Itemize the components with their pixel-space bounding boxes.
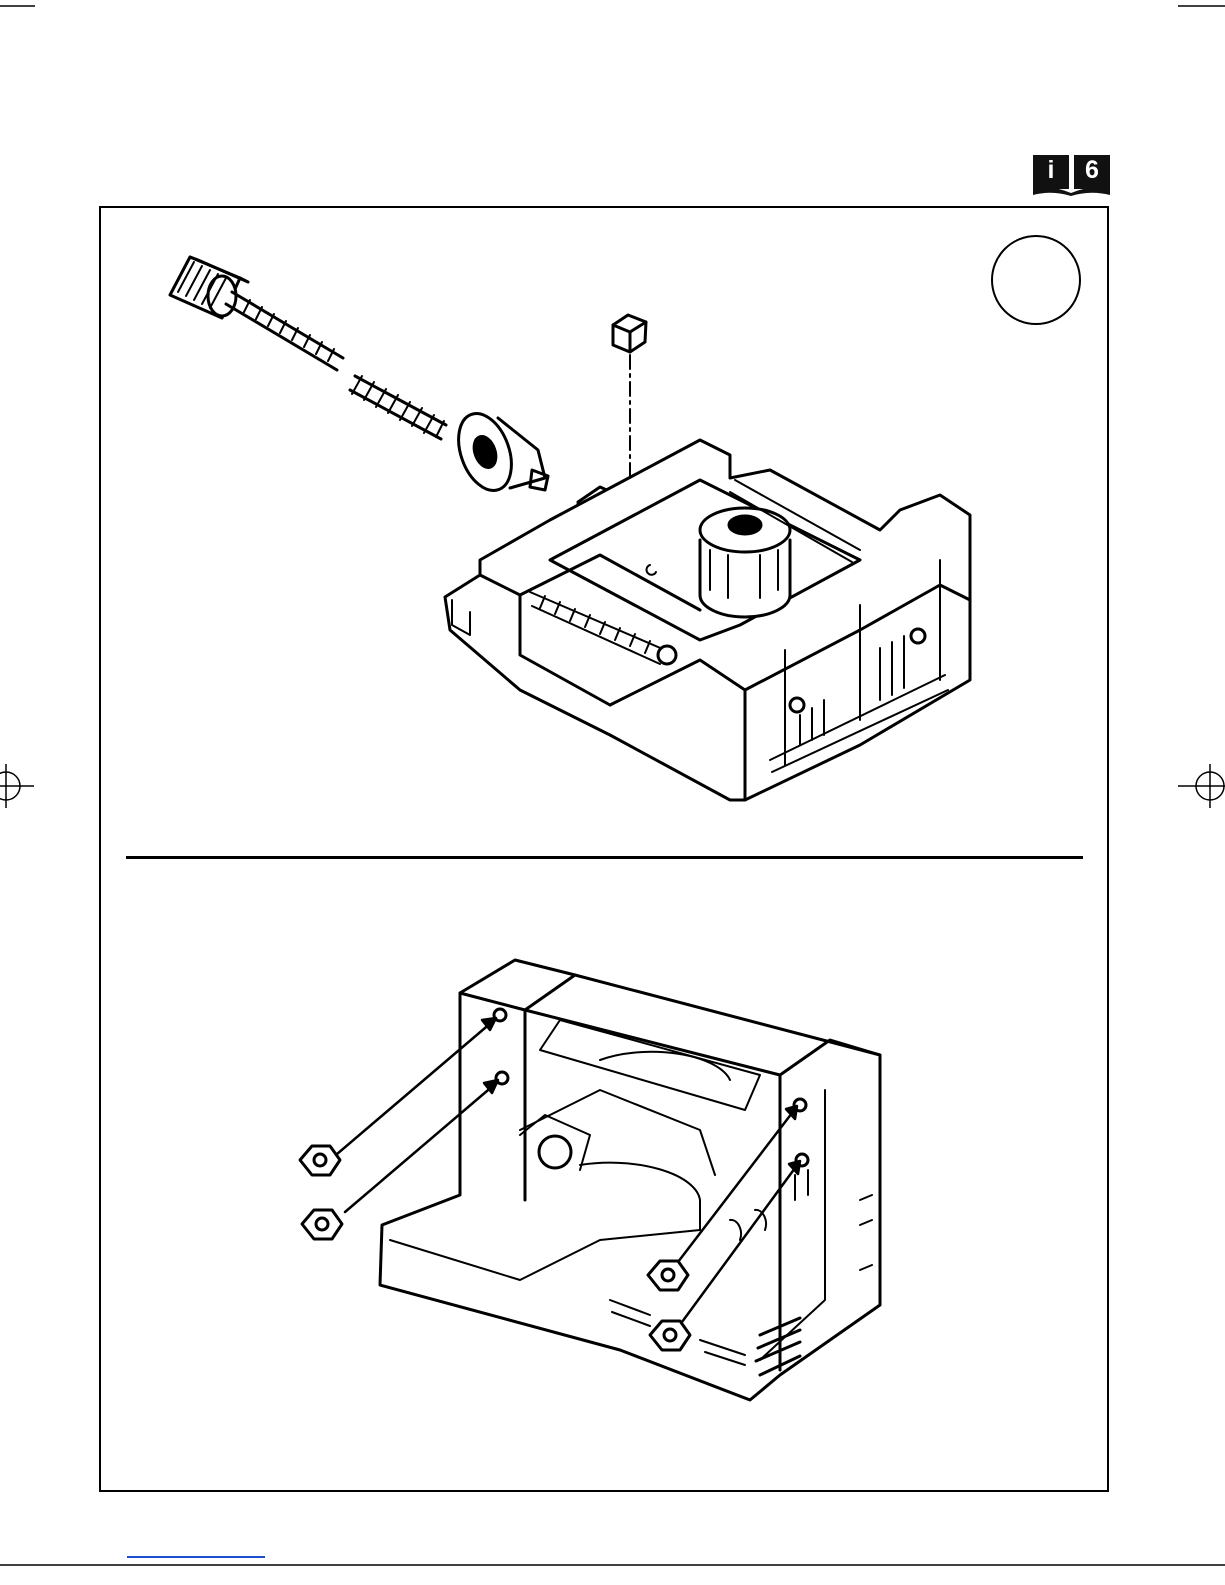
footer-link[interactable]: [127, 1556, 265, 1558]
info-book-icon: i 6: [1032, 153, 1111, 196]
info-letter: i: [1033, 155, 1069, 185]
panel-divider: [126, 856, 1083, 859]
step-callout-circle: [991, 235, 1081, 325]
figure-frame: [99, 206, 1109, 1492]
registration-mark-right: [1178, 764, 1225, 808]
registration-mark-left: [0, 764, 34, 808]
chapter-number: 6: [1074, 155, 1110, 185]
